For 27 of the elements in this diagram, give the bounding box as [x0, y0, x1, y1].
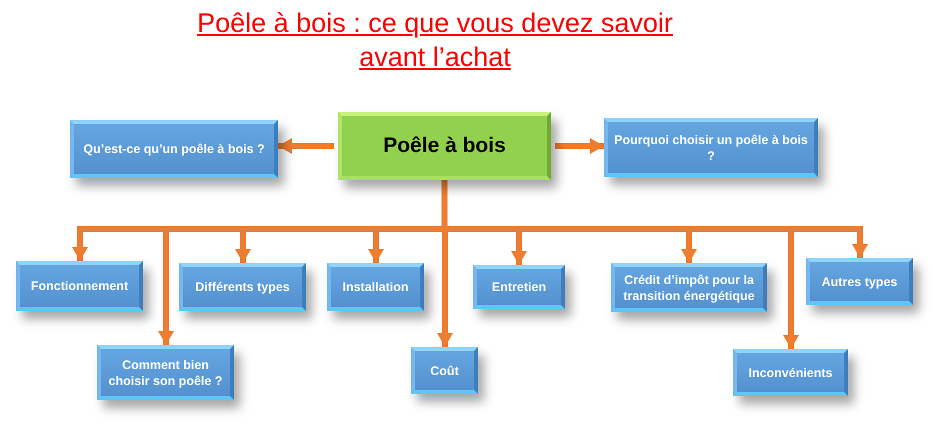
topic-box	[733, 349, 848, 396]
topic-label: Fonctionnement	[30, 278, 128, 294]
topic-label: Poêle à bois	[383, 138, 506, 154]
topic-label: Crédit d’impôt pour la transition énergétique	[622, 272, 756, 304]
topic-label: Inconvénients	[748, 364, 833, 380]
topic-label: Entretien	[492, 279, 546, 295]
topic-label: Pourquoi choisir un poêle à bois ?	[613, 132, 809, 164]
title: Poêle à bois : ce que vous devez savoir avant l’achat	[196, 7, 674, 74]
topic-label: Coût	[430, 362, 459, 378]
topic-box	[327, 263, 424, 311]
topic-box	[97, 345, 234, 400]
topic-box	[411, 347, 478, 394]
topic-label: Autres types	[822, 274, 898, 290]
arrow	[555, 138, 604, 154]
arrow	[278, 138, 334, 154]
topic-label: Installation	[342, 279, 408, 295]
topic-label: Différents types	[195, 279, 290, 295]
topic-box	[806, 258, 913, 305]
main-topic-box	[338, 112, 551, 180]
topic-box	[16, 261, 143, 311]
topic-box	[70, 120, 278, 178]
topic-box	[611, 263, 767, 312]
topic-box	[473, 265, 565, 309]
topic-box	[179, 263, 306, 311]
topic-label: Comment bien choisir son poêle ?	[108, 356, 224, 388]
topic-label: Qu’est-ce qu’un poêle à bois ?	[83, 141, 265, 157]
topic-box	[604, 118, 818, 177]
